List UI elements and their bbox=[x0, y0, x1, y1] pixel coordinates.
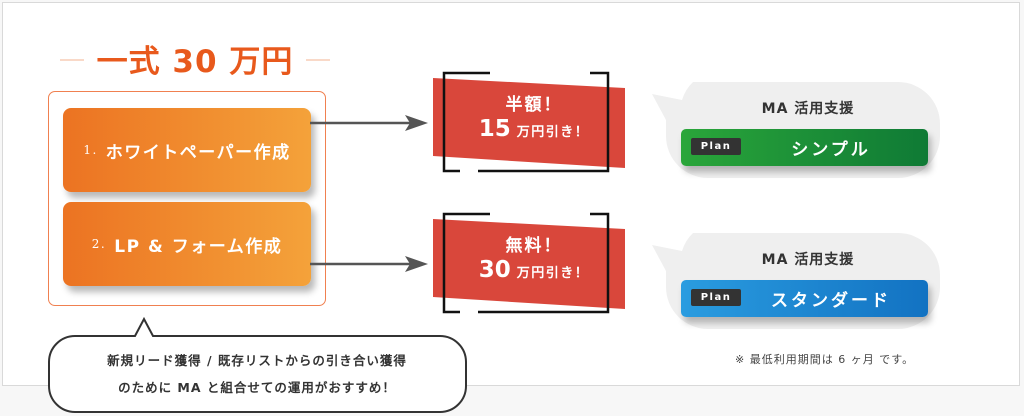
plan-bar-standard[interactable]: Plan スタンダード bbox=[681, 280, 928, 317]
page-title: 一式 30 万円 bbox=[96, 44, 294, 80]
plan-bubble-standard: MA 活用支援 Plan スタンダード bbox=[648, 231, 948, 331]
offer-amount: 30 bbox=[478, 257, 511, 283]
footnote: ※ 最低利用期間は 6 ヶ月 です。 bbox=[735, 353, 915, 366]
task-lp-form[interactable]: 2. LP & フォーム作成 bbox=[63, 202, 311, 286]
task-label: ホワイトペーパー作成 bbox=[105, 142, 291, 163]
plan-bubble-simple: MA 活用支援 Plan シンプル bbox=[648, 80, 948, 180]
callout-line-2: のために MA と組合せての運用がおすすめ！ bbox=[118, 380, 396, 395]
plan-name: シンプル bbox=[791, 140, 871, 160]
price-header: 一式 30 万円 bbox=[55, 34, 335, 80]
offer-badge-shape bbox=[433, 212, 625, 314]
callout-line-1: 新規リード獲得 / 既存リストからの引き合い獲得 bbox=[107, 353, 407, 368]
plan-heading: MA 活用支援 bbox=[761, 252, 855, 268]
title-dash-right bbox=[306, 59, 330, 61]
offer-badge-half-price: 半額！ 15 万円引き！ bbox=[430, 70, 630, 174]
task-number: 2. bbox=[91, 237, 107, 251]
arrow-right-icon bbox=[310, 256, 428, 272]
offer-discount: 30 万円引き！ bbox=[444, 257, 624, 283]
offer-headline: 半額！ bbox=[505, 95, 563, 115]
offer-suffix: 万円引き！ bbox=[516, 266, 590, 281]
offer-amount: 15 bbox=[478, 116, 511, 142]
arrow-right-icon bbox=[310, 115, 428, 131]
offer-suffix: 万円引き！ bbox=[516, 125, 590, 140]
plan-bar-simple[interactable]: Plan シンプル bbox=[681, 129, 928, 166]
title-dash-left bbox=[60, 59, 84, 61]
task-whitepaper[interactable]: 1. ホワイトペーパー作成 bbox=[63, 108, 311, 192]
plan-name: スタンダード bbox=[771, 291, 891, 311]
plan-tag: Plan bbox=[691, 138, 741, 155]
callout-text: 新規リード獲得 / 既存リストからの引き合い獲得 のために MA と組合せての運… bbox=[55, 347, 459, 401]
plan-heading: MA 活用支援 bbox=[761, 101, 855, 117]
task-number: 1. bbox=[83, 143, 98, 157]
recommendation-callout: 新規リード獲得 / 既存リストからの引き合い獲得 のために MA と組合せての運… bbox=[45, 314, 469, 414]
task-label: LP & フォーム作成 bbox=[114, 236, 283, 257]
offer-discount: 15 万円引き！ bbox=[444, 116, 624, 142]
plan-tag: Plan bbox=[691, 289, 741, 306]
offer-headline: 無料！ bbox=[505, 236, 563, 256]
offer-badge-shape bbox=[433, 71, 625, 173]
offer-badge-free: 無料！ 30 万円引き！ bbox=[430, 211, 630, 315]
callout-bubble-shape bbox=[48, 316, 467, 413]
